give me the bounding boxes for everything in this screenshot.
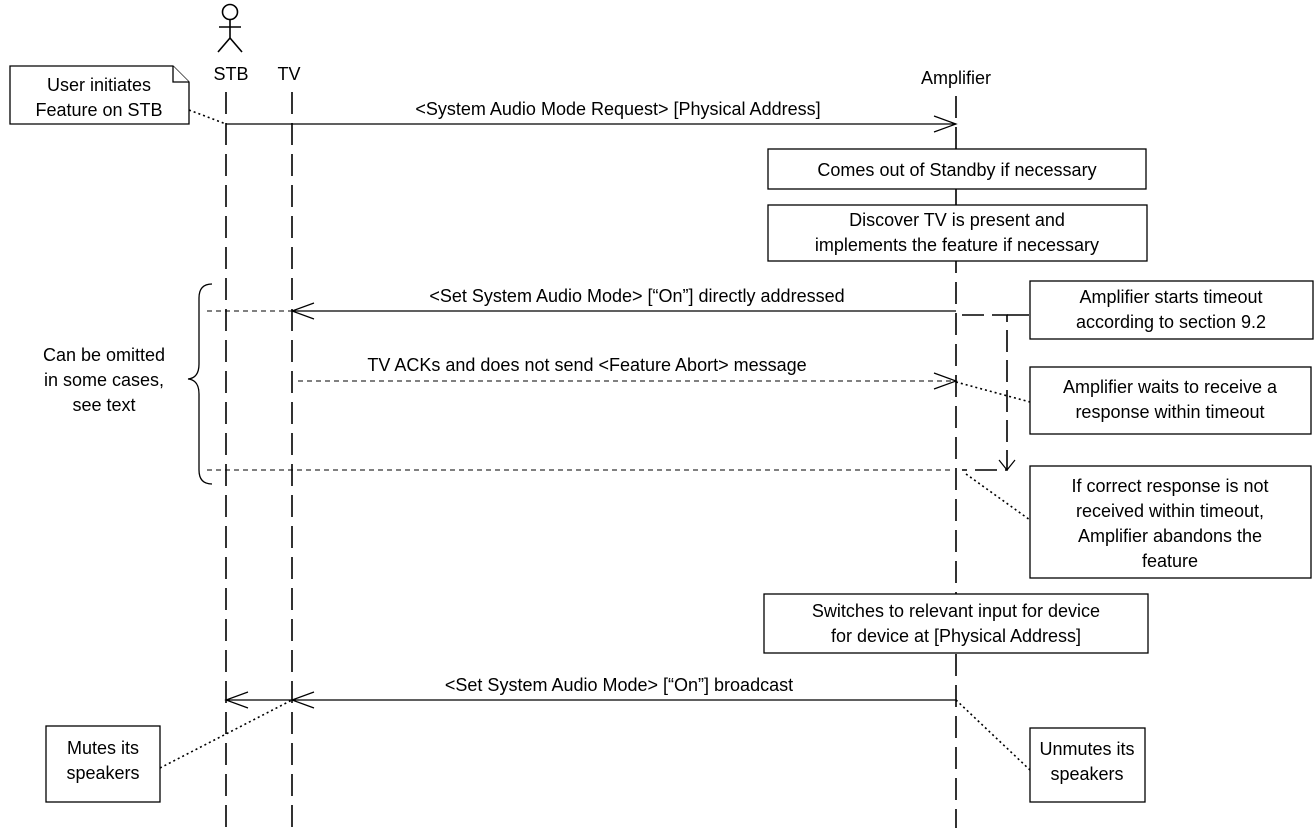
note-abandons-line4: feature — [1142, 551, 1198, 571]
note-mutes: Mutes its speakers — [45, 725, 161, 803]
note-user-initiates-line1: User initiates — [47, 75, 151, 95]
message-set-direct-label: <Set System Audio Mode> [“On”] directly … — [429, 286, 844, 306]
message-broadcast-arrowhead-stb — [224, 691, 249, 709]
note-abandons-connector — [965, 473, 1031, 521]
note-omitted-line1: Can be omitted — [43, 345, 165, 365]
lifeline-label-amplifier: Amplifier — [921, 68, 991, 88]
note-user-initiates: User initiates Feature on STB — [9, 65, 190, 125]
message-broadcast-arrowhead-tv — [290, 691, 315, 709]
note-abandons-line2: received within timeout, — [1076, 501, 1264, 521]
note-timeout-start-line2: according to section 9.2 — [1076, 312, 1266, 332]
stb-actor-icon — [217, 3, 243, 53]
message-request-arrowhead — [933, 115, 958, 133]
note-unmutes-line2: speakers — [1050, 764, 1123, 784]
note-mutes-line2: speakers — [66, 763, 139, 783]
activity-switches-line2: for device at [Physical Address] — [831, 626, 1081, 646]
activity-switches: Switches to relevant input for device fo… — [763, 593, 1149, 654]
note-omitted-line3: see text — [72, 395, 135, 415]
activity-standby-text: Comes out of Standby if necessary — [817, 160, 1096, 180]
activity-switches-line1: Switches to relevant input for device — [812, 601, 1100, 621]
note-user-initiates-line2: Feature on STB — [35, 100, 162, 120]
note-waits-line2: response within timeout — [1075, 402, 1264, 422]
message-request-label: <System Audio Mode Request> [Physical Ad… — [415, 99, 820, 119]
message-ack-label: TV ACKs and does not send <Feature Abort… — [367, 355, 806, 375]
note-timeout-start-line1: Amplifier starts timeout — [1079, 287, 1262, 307]
note-timeout-start: Amplifier starts timeout according to se… — [1029, 280, 1314, 340]
activity-discover-line2: implements the feature if necessary — [815, 235, 1099, 255]
note-unmutes-connector — [955, 699, 1031, 771]
lifeline-label-stb: STB — [213, 64, 248, 84]
note-waits: Amplifier waits to receive a response wi… — [1029, 366, 1312, 435]
note-mutes-line1: Mutes its — [67, 738, 139, 758]
timeout-loop-arrowhead — [998, 459, 1016, 471]
timeout-loop — [962, 314, 1008, 471]
note-abandons: If correct response is not received with… — [1029, 465, 1312, 579]
message-ack-arrowhead — [933, 372, 958, 390]
lifeline-label-tv: TV — [277, 64, 300, 84]
activity-discover: Discover TV is present and implements th… — [767, 204, 1148, 262]
activity-standby: Comes out of Standby if necessary — [767, 148, 1147, 190]
note-abandons-line1: If correct response is not — [1071, 476, 1268, 496]
note-omitted-line2: in some cases, — [44, 370, 164, 390]
note-user-initiates-connector — [188, 109, 227, 125]
note-unmutes-line1: Unmutes its — [1039, 739, 1134, 759]
note-unmutes: Unmutes its speakers — [1029, 727, 1146, 803]
note-waits-connector — [955, 381, 1031, 403]
note-abandons-line3: Amplifier abandons the — [1078, 526, 1262, 546]
omitted-brace — [187, 283, 213, 485]
note-waits-line1: Amplifier waits to receive a — [1063, 377, 1278, 397]
activity-discover-line1: Discover TV is present and — [849, 210, 1065, 230]
message-broadcast-label: <Set System Audio Mode> [“On”] broadcast — [445, 675, 793, 695]
message-set-direct-arrowhead — [290, 302, 315, 320]
